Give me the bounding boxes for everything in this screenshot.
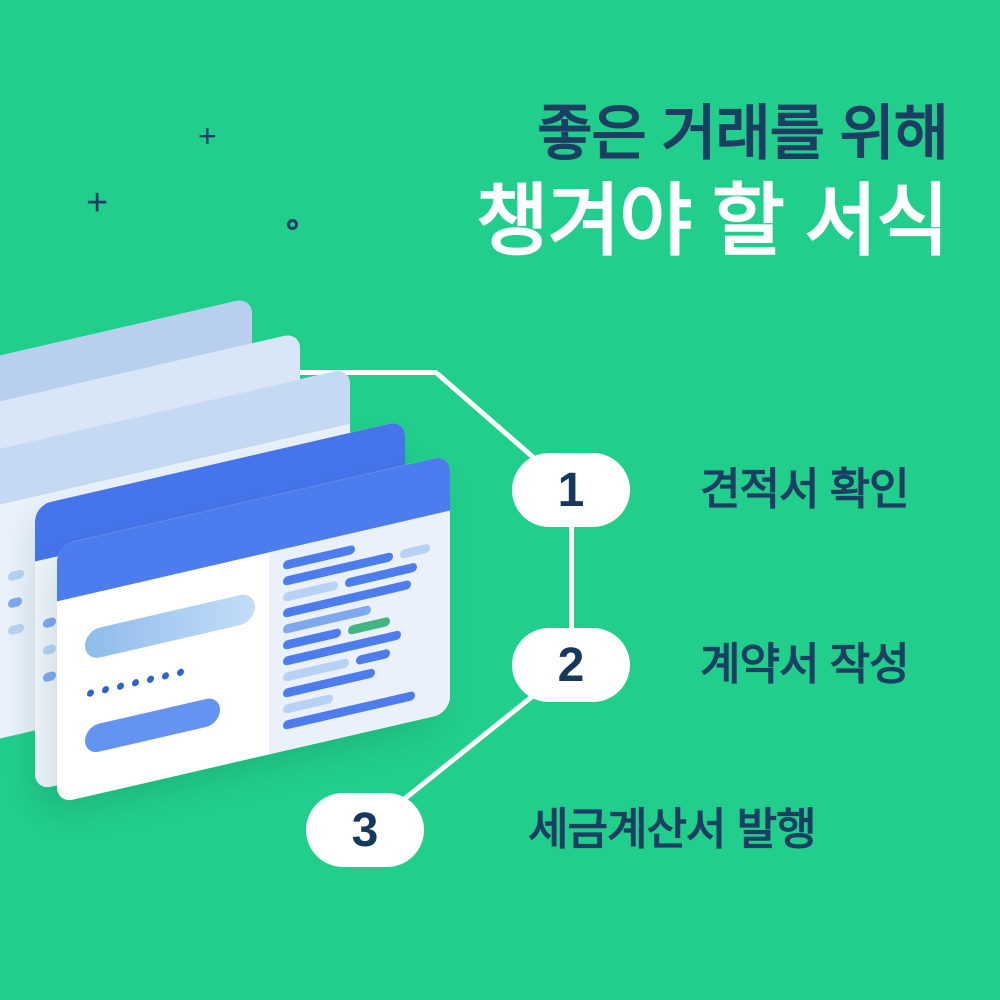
page-title: 좋은 거래를 위해 챙겨야 할 서식 (476, 100, 949, 266)
password-dots (87, 668, 184, 698)
step-1-label: 견적서 확인 (700, 465, 910, 514)
text-line-dashes (8, 568, 24, 636)
document-text-panel (269, 510, 450, 755)
step-2-badge: 2 (512, 628, 630, 702)
stacked-documents-illustration (0, 272, 560, 960)
step-3-badge: 3 (306, 793, 424, 867)
form-field-bar (85, 591, 255, 661)
connector-line-step-1-to-2 (569, 480, 574, 675)
form-button-bar (85, 695, 220, 755)
plus-icon: + (86, 182, 109, 224)
circle-icon (287, 219, 298, 230)
title-line-1: 좋은 거래를 위해 (537, 100, 949, 167)
step-1-badge: 1 (512, 453, 630, 527)
step-3-label: 세금계산서 발행 (528, 805, 817, 854)
title-line-2: 챙겨야 할 서식 (476, 176, 949, 266)
step-2-label: 계약서 작성 (700, 640, 910, 689)
text-line-dashes (43, 616, 56, 683)
plus-icon: + (198, 118, 217, 154)
